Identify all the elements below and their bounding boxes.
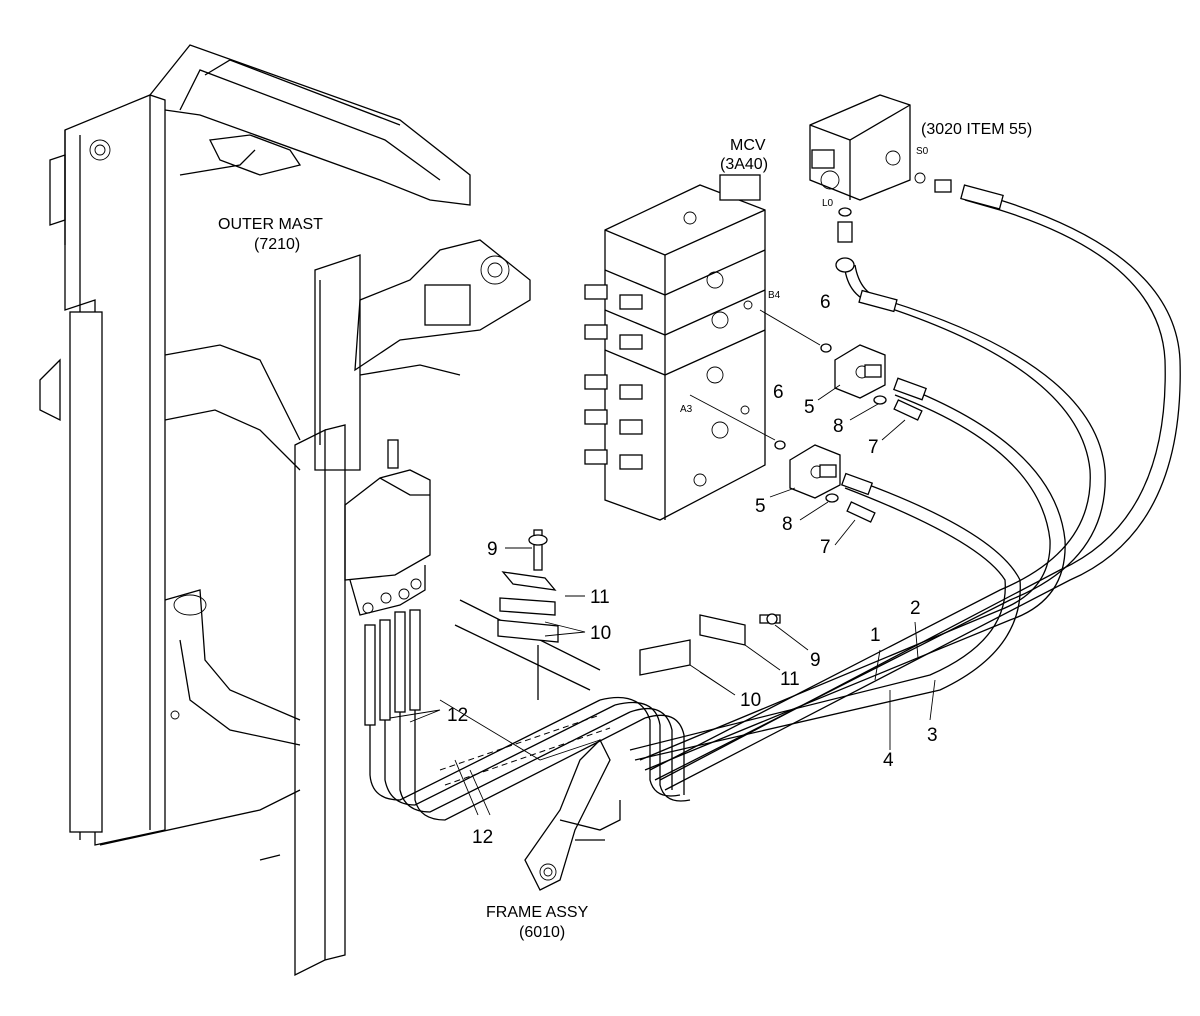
outer-mast-label: OUTER MAST xyxy=(218,216,323,233)
callout-3: 3 xyxy=(927,725,938,746)
callout-6-lower: 6 xyxy=(773,382,784,403)
callout-11-upper: 11 xyxy=(590,587,610,608)
callout-7-lower: 7 xyxy=(820,537,831,558)
callout-1: 1 xyxy=(870,625,881,646)
outer-mast-code-label: (7210) xyxy=(254,236,300,253)
callout-5-upper: 5 xyxy=(804,397,815,418)
callout-9-upper: 9 xyxy=(487,539,498,560)
callout-8-upper: 8 xyxy=(833,416,844,437)
spool-ends xyxy=(584,284,643,470)
pipe-bundle-left xyxy=(364,609,646,821)
auxiliary-valve xyxy=(809,94,952,243)
callout-5-lower: 5 xyxy=(755,496,766,517)
mcv-valve-block xyxy=(584,174,766,521)
labels: OUTER MAST (7210) MCV (3A40) (3020 ITEM … xyxy=(218,121,1032,941)
callout-10-upper: 10 xyxy=(590,623,611,644)
callout-12-lower: 12 xyxy=(472,827,493,848)
leader-lines xyxy=(389,309,936,816)
port-s0-label: S0 xyxy=(916,146,929,157)
callout-8-lower: 8 xyxy=(782,514,793,535)
port-a3-label: A3 xyxy=(680,404,693,415)
frame-assy-label: FRAME ASSY xyxy=(486,904,589,921)
valve-ref-label: (3020 ITEM 55) xyxy=(921,121,1032,138)
outer-mast-drawing xyxy=(39,44,531,977)
mcv-code-label: (3A40) xyxy=(720,156,768,173)
callout-4: 4 xyxy=(883,750,894,771)
clamp-assembly-lower xyxy=(639,613,781,676)
clamp-assembly-upper xyxy=(497,529,559,700)
mcv-label: MCV xyxy=(730,137,766,154)
callout-2: 2 xyxy=(910,598,921,619)
hydraulic-lines xyxy=(599,184,1181,802)
port-l0-label: L0 xyxy=(822,198,834,209)
callout-9-lower: 9 xyxy=(810,650,821,671)
port-b4-label: B4 xyxy=(768,290,781,301)
flange-fittings xyxy=(774,343,923,523)
callout-6-upper: 6 xyxy=(820,292,831,313)
callout-7-upper: 7 xyxy=(868,437,879,458)
callout-10-lower: 10 xyxy=(740,690,761,711)
callout-11-lower: 11 xyxy=(780,669,800,690)
frame-assy-code-label: (6010) xyxy=(519,924,565,941)
callout-12-upper: 12 xyxy=(447,705,468,726)
